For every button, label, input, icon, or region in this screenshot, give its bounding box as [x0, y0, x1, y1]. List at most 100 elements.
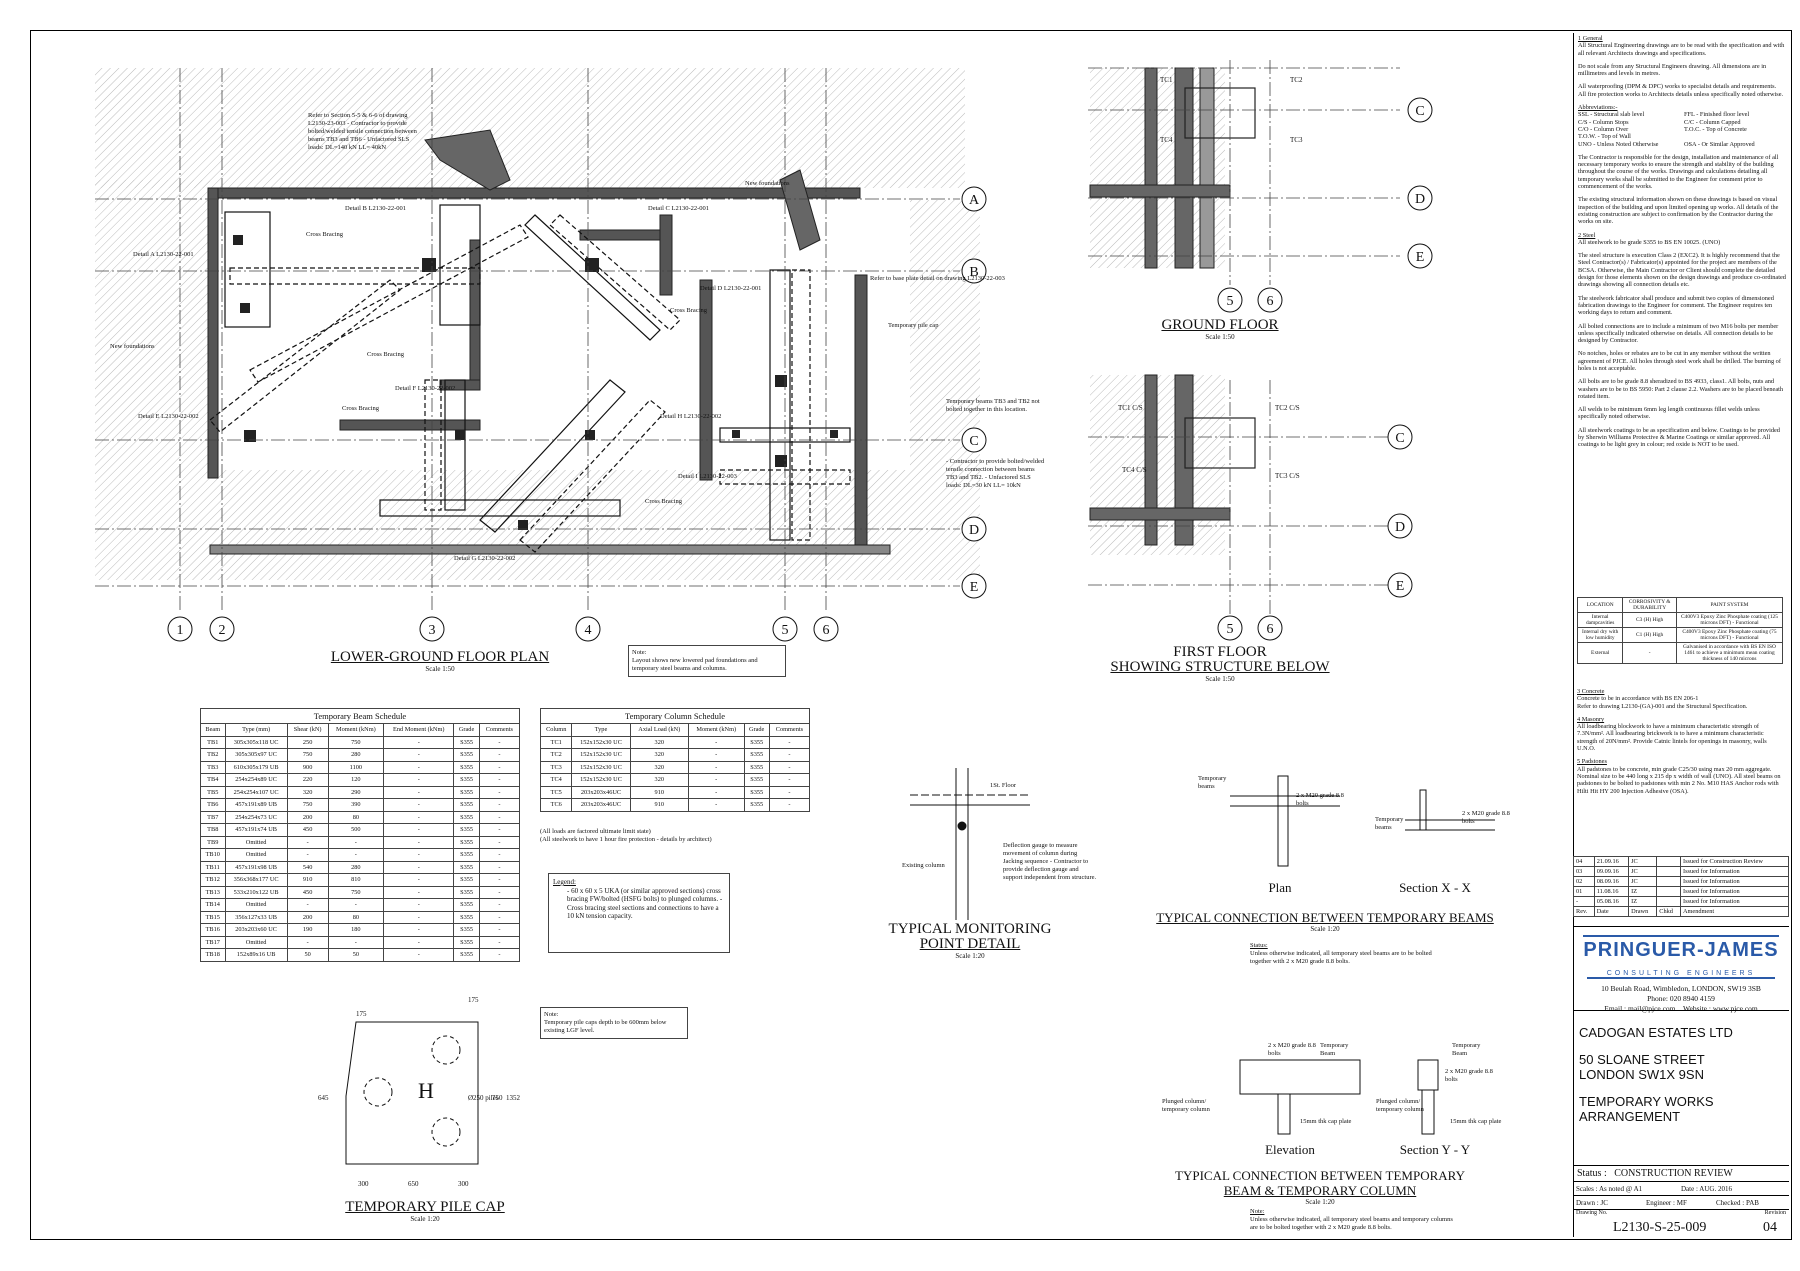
- pile-title: TEMPORARY PILE CAP Scale 1:20: [335, 1200, 515, 1224]
- table-cell: 80: [327, 810, 385, 824]
- cc-title-1: TYPICAL CONNECTION BETWEEN TEMPORARY: [1175, 1168, 1465, 1183]
- table-cell: S355: [453, 885, 480, 899]
- table-cell: S355: [453, 898, 480, 912]
- client-addr2: LONDON SW1X 9SN: [1579, 1067, 1704, 1082]
- padstones-note: All padstones to be concrete, min grade …: [1577, 765, 1781, 795]
- cc-elev-label: Elevation: [1265, 1142, 1315, 1157]
- table-cell: S355: [453, 860, 480, 874]
- table-cell: 254x254x89 UC: [224, 773, 288, 787]
- label-temp-pile-cap: Temporary pile cap: [888, 322, 938, 329]
- table-cell: TC2: [539, 748, 573, 762]
- table-cell: -: [327, 848, 385, 862]
- table-cell: S355: [743, 798, 770, 812]
- table-cell: C400V3 Epoxy Zinc Phosphate coating (125…: [1675, 612, 1784, 628]
- table-cell: -: [478, 798, 521, 812]
- table-cell: 457x191x74 UB: [224, 823, 288, 837]
- abbr-item: UNO - Unless Noted Otherwise: [1578, 140, 1659, 148]
- monitoring-detail: [910, 768, 1030, 920]
- table-cell: 152x152x30 UC: [571, 773, 631, 787]
- beam-schedule-header-cell: Beam: [200, 723, 226, 737]
- engineer-value: MF: [1676, 1198, 1687, 1207]
- table-cell: TB3: [200, 760, 226, 774]
- table-cell: Issued for Information: [1679, 886, 1790, 897]
- cc-title: TYPICAL CONNECTION BETWEEN TEMPORARY BEA…: [1150, 1168, 1490, 1207]
- table-cell: JC: [1628, 856, 1658, 867]
- cc-l2: Temporary Beam: [1320, 1042, 1349, 1057]
- table-cell: S355: [453, 935, 480, 949]
- grid-c: C: [969, 434, 978, 449]
- lgf-grid-lines: [95, 68, 960, 610]
- cb-section-label: Section X - X: [1399, 880, 1471, 895]
- cb-l4: 2 x M20 grade 8.8 bolts: [1462, 810, 1510, 825]
- cc-l1: 2 x M20 grade 8.8 bolts: [1268, 1042, 1316, 1057]
- table-cell: Rev.: [1573, 906, 1595, 917]
- table-cell: -: [478, 748, 521, 762]
- cb-plan-label: Plan: [1268, 880, 1292, 895]
- table-cell: -: [383, 848, 455, 862]
- dim-1352: 1352: [506, 1094, 521, 1102]
- table-cell: -: [286, 898, 329, 912]
- cb-title: TYPICAL CONNECTION BETWEEN TEMPORARY BEA…: [1140, 910, 1510, 934]
- table-cell: 09.09.16: [1593, 866, 1630, 877]
- monitor-l3: Existing column: [902, 862, 945, 869]
- grid-a: A: [969, 193, 980, 208]
- steel-note-5: No notches, holes or rebates are to be c…: [1578, 350, 1781, 372]
- table-cell: -: [687, 798, 745, 812]
- cc-section-label: Section Y - Y: [1399, 1142, 1471, 1157]
- table-cell: -: [383, 935, 455, 949]
- table-cell: 250: [286, 735, 329, 749]
- table-cell: 810: [327, 873, 385, 887]
- grid-e: E: [970, 580, 979, 595]
- upper-grid-lines: [1088, 60, 1400, 615]
- table-cell: JC: [1628, 876, 1658, 887]
- table-cell: -: [383, 923, 455, 937]
- label-cross-bracing-2: Cross Bracing: [367, 351, 405, 358]
- cc-status: Note: Unless otherwise indicated, all te…: [1250, 1208, 1460, 1232]
- svg-text:TC1: TC1: [1160, 76, 1173, 84]
- table-cell: -: [327, 935, 385, 949]
- table-cell: TC6: [539, 798, 573, 812]
- table-cell: 1100: [327, 760, 385, 774]
- general-note-4: All fire protection works to Architects …: [1578, 90, 1784, 98]
- table-cell: Galvanised in accordance with BS EN ISO …: [1675, 642, 1784, 664]
- logo-web: Website : www.pjce.com: [1683, 1004, 1758, 1013]
- revision-label: Revision: [1764, 1210, 1786, 1216]
- table-cell: -: [1622, 642, 1677, 664]
- tb3-tb2-note: Temporary beams TB3 and TB2 not bolted t…: [946, 398, 1040, 413]
- svg-text:TC3: TC3: [1290, 136, 1303, 144]
- cb-status-note: Unless otherwise indicated, all temporar…: [1250, 950, 1432, 965]
- beam-connection-detail: [1230, 775, 1495, 1135]
- upper-floor-walls: [1089, 67, 1256, 546]
- table-cell: S355: [453, 923, 480, 937]
- logo-contact: Email : mail@pjce.com Website : www.pjce…: [1573, 1004, 1789, 1014]
- grid-b: B: [969, 265, 978, 280]
- ff-title: FIRST FLOOR SHOWING STRUCTURE BELOW Scal…: [1100, 645, 1340, 684]
- svg-text:TC1 C/S: TC1 C/S: [1118, 404, 1143, 412]
- label-detail-c: Detail C L2130-22-001: [648, 205, 709, 212]
- label-new-foundations: New foundations: [110, 343, 155, 350]
- table-cell: -: [478, 948, 521, 962]
- label-detail-b: Detail B L2130-22-001: [345, 205, 406, 212]
- dim-645: 645: [318, 1094, 329, 1102]
- table-cell: TB16: [200, 923, 226, 937]
- logo-phone: Phone: 020 8940 4159: [1647, 994, 1715, 1003]
- steel-note-3: The steelwork fabricator shall produce a…: [1578, 294, 1774, 317]
- table-cell: Issued for Information: [1679, 876, 1790, 887]
- lgf-scale: Scale 1:50: [425, 665, 455, 673]
- cc-status-label: Note:: [1250, 1208, 1265, 1215]
- dim-175b: 175: [468, 996, 479, 1004]
- table-cell: 320: [629, 735, 689, 749]
- legend-box: Legend: - 60 x 60 x 5 UKA (or similar ap…: [548, 873, 730, 953]
- abbr-item: T.O.W. - Top of Wall: [1578, 133, 1631, 141]
